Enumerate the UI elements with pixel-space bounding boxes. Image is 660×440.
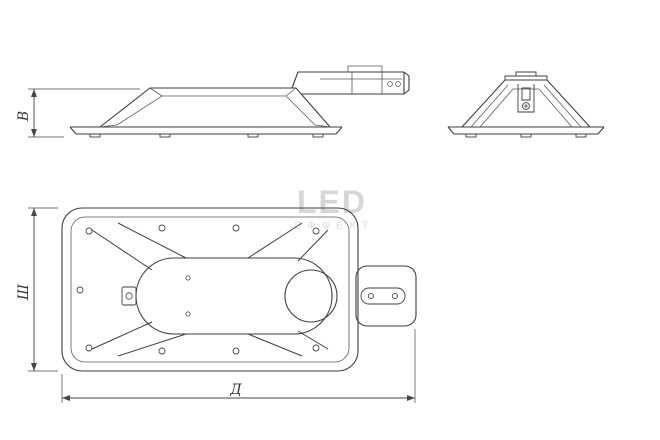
body-inner-outline	[70, 216, 350, 363]
end-view	[447, 71, 605, 138]
lens-circle	[284, 269, 338, 323]
dimension-length: Д	[61, 329, 416, 403]
bolt	[76, 286, 84, 294]
base-plate	[447, 126, 605, 135]
mounting-arm	[355, 265, 417, 327]
arrowhead	[31, 89, 37, 97]
dimension-height: В	[16, 88, 140, 138]
slot-hole	[391, 292, 398, 299]
foot	[312, 133, 324, 138]
arrowhead	[31, 208, 37, 216]
bolt	[85, 344, 93, 352]
watermark: LED ЭФФЕКТ	[293, 184, 374, 232]
foot	[159, 133, 171, 138]
module-pin	[185, 275, 191, 281]
housing-outline	[99, 87, 331, 128]
base-feet	[465, 133, 587, 138]
x-brace	[91, 222, 329, 357]
base-plate	[69, 126, 343, 135]
bolt-holes	[76, 224, 320, 355]
bolt	[232, 347, 240, 355]
foot	[575, 133, 587, 138]
center-bracket	[517, 84, 535, 113]
plan-view	[61, 207, 417, 372]
arm-bolts	[387, 81, 401, 87]
extension-lines	[28, 207, 58, 372]
bolt	[85, 227, 93, 235]
clamp-bolt	[125, 292, 133, 300]
bolt	[312, 227, 320, 235]
length-dimension-label: Д	[229, 382, 242, 398]
bracket-bolt-center	[524, 104, 528, 108]
led-module-capsule	[135, 257, 333, 335]
arrowhead	[62, 395, 70, 401]
slot-hole	[367, 292, 374, 299]
side-clamp	[121, 286, 137, 306]
extension-lines	[28, 88, 140, 138]
foot	[247, 133, 259, 138]
module-pin	[185, 311, 191, 317]
foot	[465, 133, 477, 138]
housing-inner-lines	[99, 87, 331, 128]
bolt	[232, 224, 240, 232]
arrowhead	[407, 395, 415, 401]
dimension-width: Ш	[16, 207, 58, 372]
watermark-logo-text: LED	[297, 184, 367, 220]
height-dimension-label: В	[16, 111, 32, 122]
bolt	[312, 344, 320, 352]
top-cap	[504, 71, 548, 80]
mounting-arm	[291, 71, 410, 95]
arrowhead	[31, 129, 37, 137]
foot	[520, 133, 532, 138]
arrowhead	[31, 363, 37, 371]
watermark-subtitle-text: ЭФФЕКТ	[293, 220, 374, 232]
housing-inner-lines	[470, 84, 582, 128]
width-dimension-label: Ш	[16, 283, 32, 301]
arm-bracket-details	[320, 65, 402, 94]
side-view	[69, 65, 410, 138]
housing-outline	[461, 79, 591, 128]
bolt	[158, 347, 166, 355]
arm-slot	[360, 287, 406, 305]
base-feet	[89, 133, 324, 138]
bolt	[158, 224, 166, 232]
body-outline	[61, 207, 359, 372]
foot	[89, 133, 101, 138]
bolt	[395, 81, 401, 87]
bracket-bolt	[522, 102, 530, 110]
bolt	[387, 81, 393, 87]
